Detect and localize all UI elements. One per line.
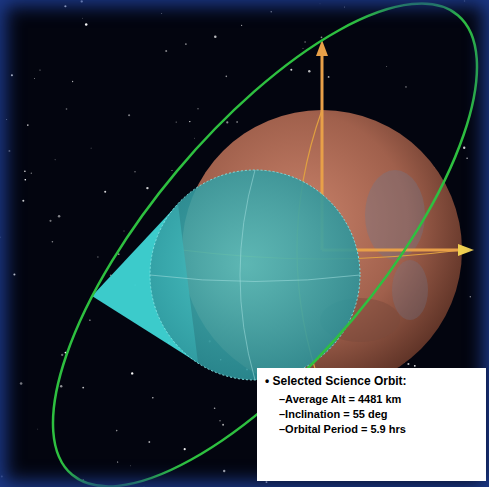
star xyxy=(85,23,88,26)
star xyxy=(104,191,106,193)
star xyxy=(49,220,51,222)
star xyxy=(97,256,98,257)
star xyxy=(22,200,24,202)
star xyxy=(189,121,190,122)
star xyxy=(407,363,409,365)
star xyxy=(39,70,40,71)
star xyxy=(89,320,90,321)
star xyxy=(271,11,272,12)
star xyxy=(54,159,56,161)
star xyxy=(319,3,321,5)
star xyxy=(8,150,10,152)
orbit-parameter: –Orbital Period = 5.9 hrs xyxy=(279,422,478,437)
star xyxy=(171,170,173,172)
star xyxy=(308,70,310,72)
info-box: • Selected Science Orbit: –Average Alt = … xyxy=(257,368,486,481)
star xyxy=(58,215,61,218)
star xyxy=(219,420,221,422)
star xyxy=(27,124,29,126)
star xyxy=(328,76,330,78)
star xyxy=(82,387,84,389)
star xyxy=(185,43,187,45)
star xyxy=(1,476,3,478)
star xyxy=(161,12,163,14)
star xyxy=(24,179,26,181)
star xyxy=(152,397,154,399)
star xyxy=(34,78,36,80)
star xyxy=(134,171,135,172)
star xyxy=(131,372,133,374)
orbit-parameter: –Average Alt = 4481 km xyxy=(279,392,478,407)
star xyxy=(61,354,63,356)
star xyxy=(143,485,145,487)
star xyxy=(148,441,150,443)
orbit-parameter: –Inclination = 55 deg xyxy=(279,407,478,422)
star xyxy=(184,448,186,450)
star xyxy=(81,0,83,2)
star xyxy=(214,35,217,38)
star xyxy=(302,47,304,49)
star xyxy=(225,75,227,77)
star xyxy=(266,481,268,483)
star xyxy=(60,385,62,387)
star xyxy=(52,241,54,243)
star xyxy=(321,36,323,38)
star xyxy=(194,137,196,139)
star xyxy=(165,50,167,52)
star xyxy=(117,461,118,462)
box-heading: • Selected Science Orbit: xyxy=(265,374,478,388)
star xyxy=(82,17,84,19)
star xyxy=(344,7,345,8)
star xyxy=(197,108,199,110)
star xyxy=(226,121,228,123)
star xyxy=(241,25,242,26)
star xyxy=(304,41,306,43)
star xyxy=(214,407,216,409)
star xyxy=(222,424,224,426)
star xyxy=(72,81,73,82)
star xyxy=(11,74,13,76)
star xyxy=(386,66,387,67)
star xyxy=(290,69,292,71)
star xyxy=(66,108,68,110)
star xyxy=(31,173,32,174)
star xyxy=(129,465,131,467)
star xyxy=(464,0,465,1)
star xyxy=(6,119,7,120)
star xyxy=(463,147,465,149)
star xyxy=(176,121,177,122)
star xyxy=(223,470,225,472)
star xyxy=(13,273,15,275)
star xyxy=(236,121,238,123)
star xyxy=(20,382,23,385)
star xyxy=(90,147,92,149)
star xyxy=(466,157,468,159)
star xyxy=(64,5,66,7)
star xyxy=(470,296,471,297)
star xyxy=(0,236,1,238)
star xyxy=(414,365,416,367)
star xyxy=(128,114,130,116)
star xyxy=(123,230,125,232)
star xyxy=(37,428,39,430)
star xyxy=(24,171,25,172)
star xyxy=(116,430,118,432)
star xyxy=(405,86,406,87)
star xyxy=(146,187,148,189)
